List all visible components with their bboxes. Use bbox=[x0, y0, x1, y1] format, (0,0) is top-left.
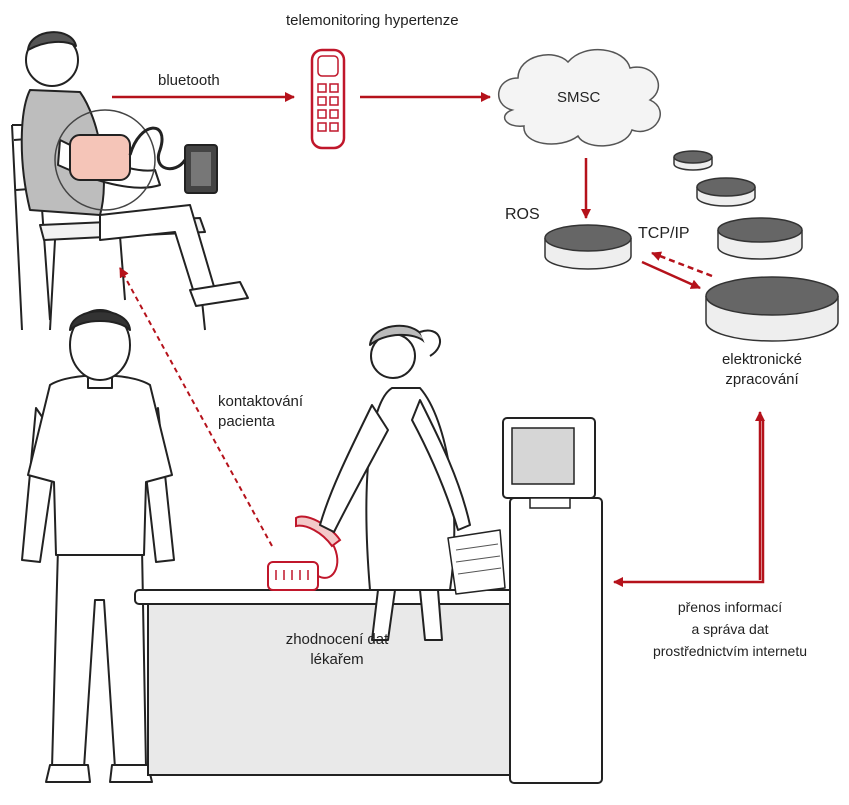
desk-telephone bbox=[267, 515, 342, 591]
data-transfer-label: přenos informací a správa dat prostředni… bbox=[614, 596, 846, 662]
processing-line-2: zpracování bbox=[725, 371, 799, 388]
computer-terminal bbox=[502, 417, 603, 784]
seated-patient-illustration bbox=[11, 31, 249, 331]
transfer-line-3: prostřednictvím internetu bbox=[652, 643, 808, 659]
processing-label: elektronické zpracování bbox=[702, 350, 822, 390]
evaluation-line-1: zhodnocení dat bbox=[285, 631, 389, 648]
doctor-desk bbox=[134, 589, 561, 776]
processing-line-1: elektronické bbox=[721, 351, 803, 368]
bluetooth-label: bluetooth bbox=[158, 72, 220, 89]
standing-patient-illustration bbox=[21, 309, 175, 783]
evaluation-line-2: lékařem bbox=[310, 651, 364, 668]
smsc-label: SMSC bbox=[557, 89, 601, 106]
mobile-phone-drawing bbox=[310, 48, 346, 150]
contact-line-1: kontaktování bbox=[218, 393, 304, 410]
server-disks bbox=[544, 150, 839, 342]
nurse-illustration bbox=[319, 324, 506, 641]
transfer-line-1: přenos informací bbox=[677, 599, 783, 615]
evaluation-label: zhodnocení dat lékařem bbox=[262, 630, 412, 670]
contact-line-2: pacienta bbox=[218, 413, 275, 430]
tcp-ip-label: TCP/IP bbox=[638, 225, 690, 242]
smsc-cloud bbox=[497, 48, 661, 147]
flow-arrows bbox=[112, 92, 765, 587]
contact-patient-label: kontaktování pacienta bbox=[218, 392, 303, 432]
arrow-internet-transfer bbox=[613, 420, 765, 587]
ros-label: ROS bbox=[505, 206, 540, 223]
arrow-processing-to-ros bbox=[651, 251, 713, 278]
arrow-contact-patient bbox=[119, 267, 273, 547]
arrow-ros-to-processing bbox=[641, 260, 701, 290]
diagram-title: telemonitoring hypertenze bbox=[286, 12, 459, 29]
transfer-line-2: a správa dat bbox=[691, 621, 769, 637]
